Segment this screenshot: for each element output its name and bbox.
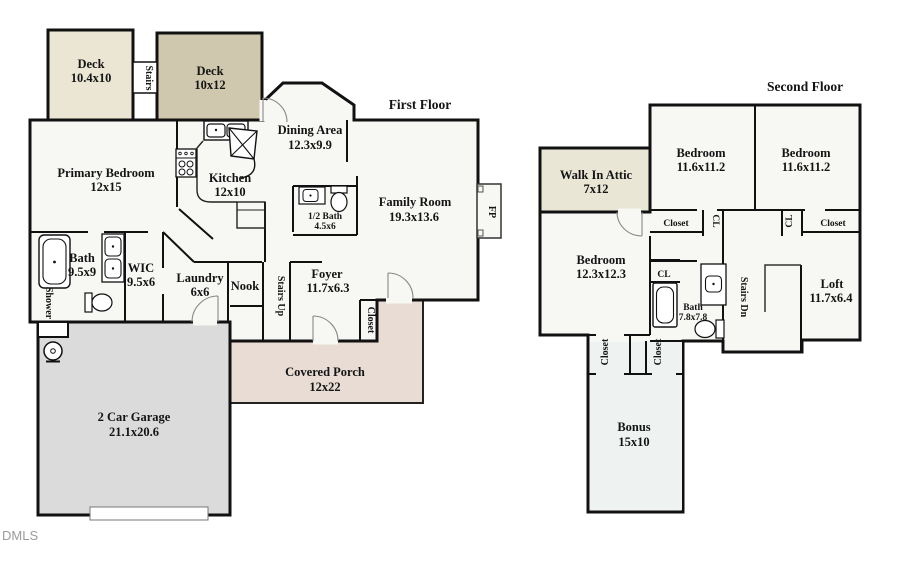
first-floor-plan: First Floor Deck 10.4x10 Stairs Deck 10x… — [28, 28, 502, 521]
watermark: DMLS — [2, 528, 38, 543]
dining-area-dims: 12.3x9.9 — [288, 138, 332, 152]
deck-stairs-area — [132, 61, 158, 94]
closet-label: Closet — [365, 307, 376, 334]
garage-notch — [37, 321, 69, 338]
bath-second-dims: 7.8x7.8 — [679, 313, 708, 323]
deck-left-dims: 10.4x10 — [71, 71, 112, 85]
closet-bonus-right-label: Closet — [653, 338, 664, 365]
half-bath-toilet-icon — [330, 185, 348, 213]
bonus-dims: 15x10 — [618, 435, 649, 449]
bath-dims: 9.5x9 — [68, 265, 96, 279]
deck-right-label: Deck — [196, 64, 223, 78]
bedroom-lower-dims: 12.3x12.3 — [576, 267, 626, 281]
second-floor-plan: Second Floor Walk In Attic 7x12 Bedroom … — [538, 79, 862, 514]
foyer-dims: 11.7x6.3 — [306, 281, 349, 295]
stairs-dn-label: Stairs Dn — [738, 277, 749, 318]
water-heater-icon — [43, 341, 63, 363]
bedroom-lower-label: Bedroom — [576, 253, 626, 267]
garage-dims: 21.1x20.6 — [109, 425, 159, 439]
vanity-icon-second — [700, 263, 727, 306]
stove-icon — [175, 148, 197, 178]
fireplace-label: FP — [486, 206, 497, 218]
closet-bonus-left-label: Closet — [600, 338, 611, 365]
bedroom-right-label: Bedroom — [781, 146, 831, 160]
corner-pantry-icon — [228, 127, 258, 179]
half-bath-sink-icon — [298, 186, 326, 205]
wic-dims: 9.5x6 — [127, 275, 155, 289]
tub-icon — [652, 282, 678, 328]
covered-porch-label: Covered Porch — [285, 365, 365, 379]
deck-right-dims: 10x12 — [194, 78, 225, 92]
half-bath-label: 1/2 Bath — [308, 212, 343, 222]
cl-right-label: CL — [785, 214, 795, 227]
family-room-dims: 19.3x13.6 — [389, 210, 439, 224]
stairs-up-label: Stairs Up — [275, 276, 286, 317]
loft-label: Loft — [821, 277, 845, 291]
door-arcs-second — [616, 211, 643, 237]
bonus-label: Bonus — [617, 420, 650, 434]
primary-bedroom-label: Primary Bedroom — [57, 166, 155, 180]
dining-area-label: Dining Area — [278, 123, 343, 137]
foyer-label: Foyer — [311, 267, 343, 281]
garage-door — [89, 506, 209, 521]
family-room-label: Family Room — [379, 195, 452, 209]
second-floor-title: Second Floor — [767, 79, 843, 94]
closet-right-label: Closet — [820, 219, 846, 229]
kitchen-counter — [196, 140, 266, 229]
nook-label: Nook — [231, 279, 260, 293]
laundry-label: Laundry — [176, 271, 224, 285]
cl-bath-label: CL — [657, 270, 670, 280]
covered-porch-dims: 12x22 — [309, 380, 340, 394]
bonus-area-tint — [590, 342, 682, 510]
fireplace — [476, 183, 502, 239]
walk-in-attic-area — [538, 146, 652, 214]
garage-label: 2 Car Garage — [98, 410, 171, 424]
first-floor-title: First Floor — [389, 97, 452, 112]
toilet-icon-primary — [84, 292, 113, 313]
garage-area — [36, 320, 232, 517]
double-vanity-icon — [101, 233, 125, 283]
cl-left-label: CL — [710, 214, 720, 227]
deck-left-label: Deck — [77, 57, 104, 71]
walk-in-attic-dims: 7x12 — [584, 182, 609, 196]
bath-label: Bath — [69, 251, 95, 265]
wic-label: WIC — [128, 261, 154, 275]
stairs-rail — [764, 264, 801, 312]
kitchen-dims: 12x10 — [214, 185, 245, 199]
bath-second-label: Bath — [683, 303, 703, 313]
toilet-icon-second — [694, 319, 725, 339]
second-floor-interior-walls — [588, 105, 860, 375]
primary-bedroom-dims: 12x15 — [90, 180, 121, 194]
kitchen-label: Kitchen — [209, 171, 251, 185]
bedroom-left-label: Bedroom — [676, 146, 726, 160]
door-arcs-first — [191, 97, 414, 342]
attic-door-gap — [618, 208, 641, 215]
walk-in-attic-label: Walk In Attic — [560, 168, 633, 182]
bedroom-right-dims: 11.6x11.2 — [782, 160, 831, 174]
shower-label: Shower — [43, 287, 54, 320]
laundry-dims: 6x6 — [191, 285, 210, 299]
bedroom-left-dims: 11.6x11.2 — [677, 160, 726, 174]
loft-dims: 11.7x6.4 — [809, 291, 853, 305]
closet-left-label: Closet — [663, 219, 689, 229]
shower-icon — [38, 234, 71, 289]
deck-left-area — [46, 28, 135, 122]
deck-stairs-label: Stairs — [143, 66, 154, 91]
half-bath-dims: 4.5x6 — [314, 222, 336, 232]
